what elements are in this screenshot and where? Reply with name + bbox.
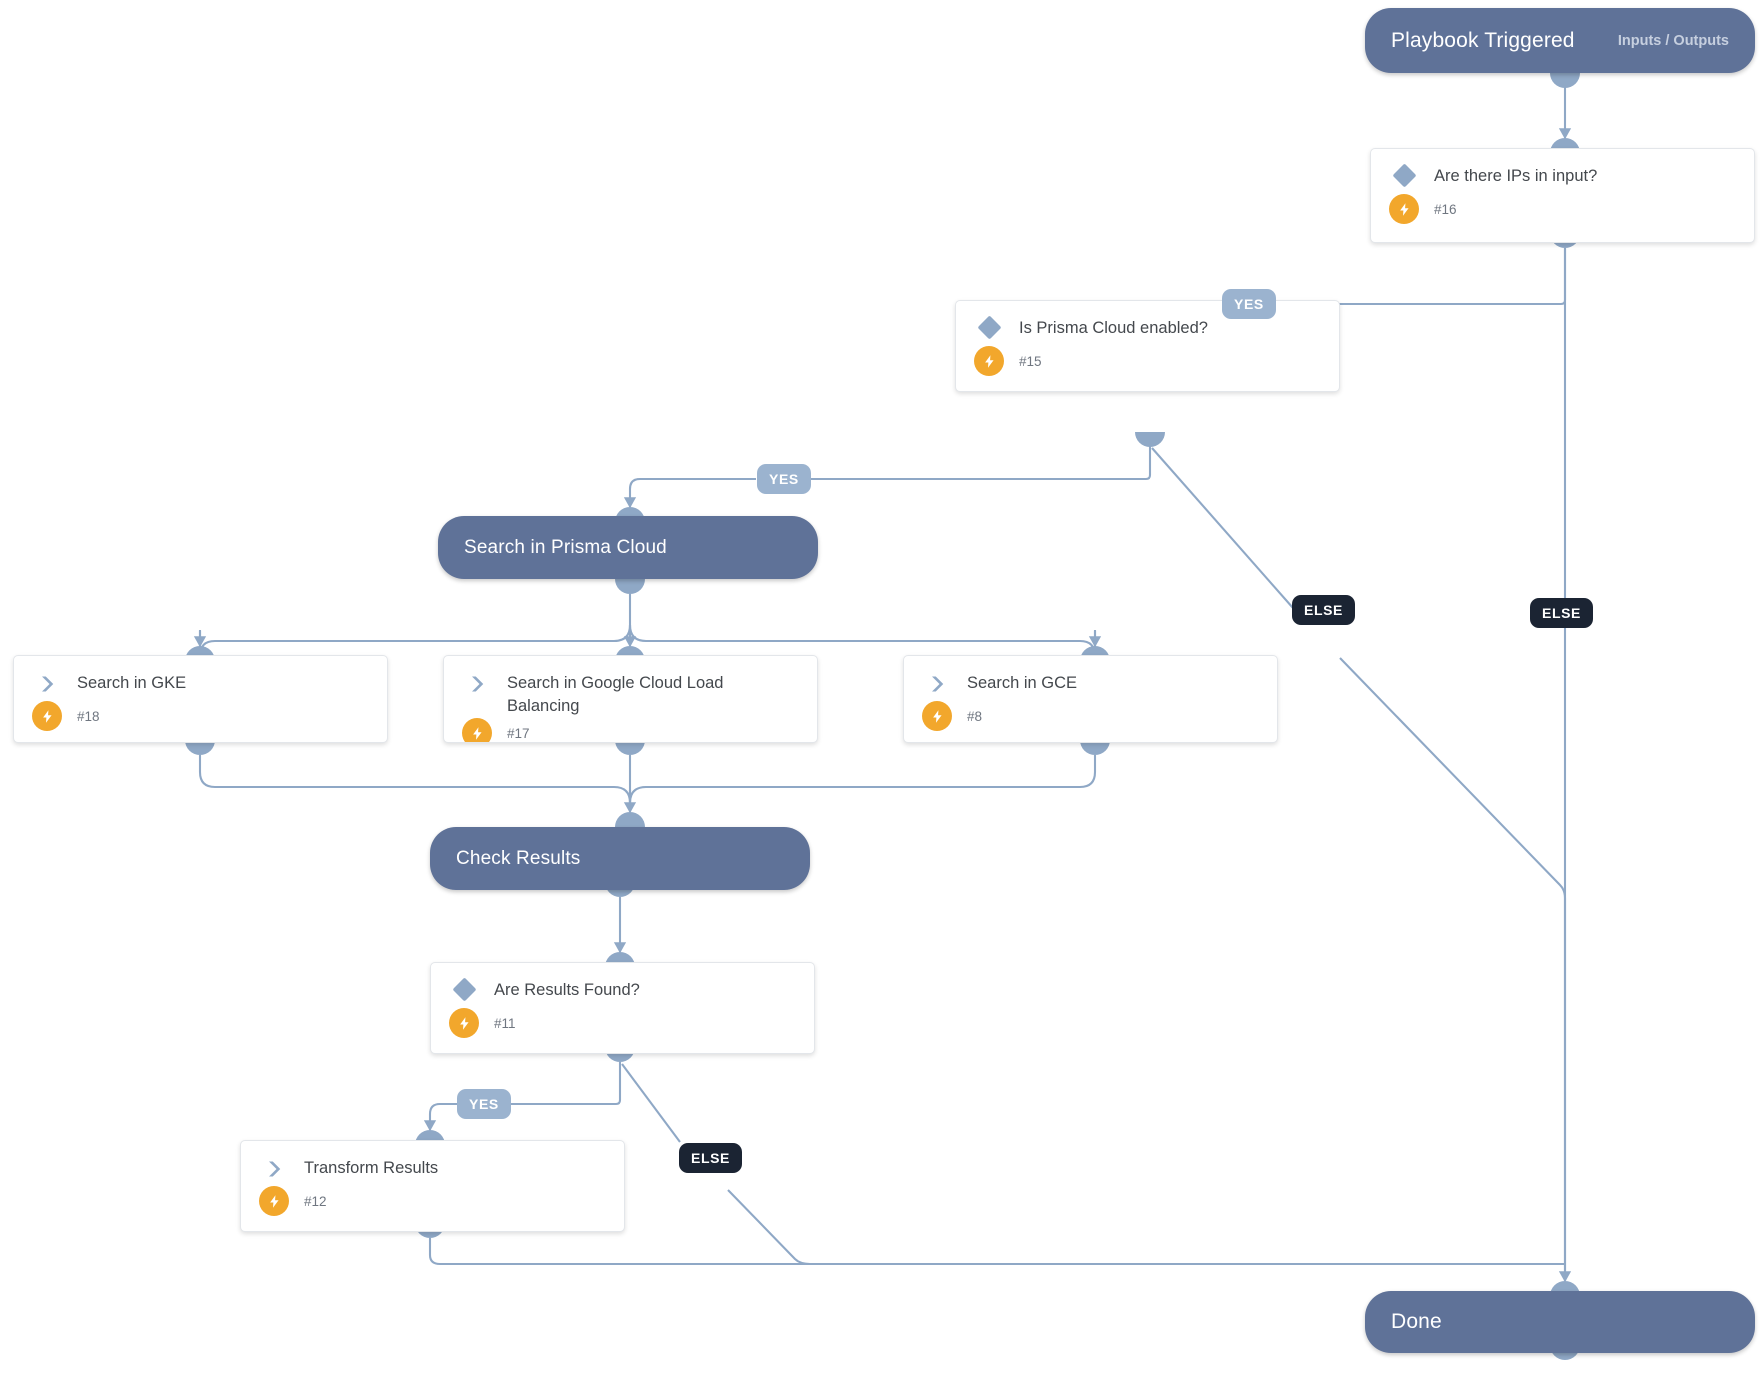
edge-fan-right-rail	[628, 624, 1097, 657]
node-id: #15	[1019, 353, 1042, 369]
node-are-results-found[interactable]: Are Results Found? #11	[430, 962, 815, 1054]
chevron-right-icon	[32, 674, 62, 694]
card-head: Is Prisma Cloud enabled?	[956, 301, 1339, 340]
diamond-icon	[449, 977, 479, 1002]
edge-label-yes-prisma[interactable]: YES	[757, 464, 811, 494]
card-head: Are Results Found?	[431, 963, 814, 1002]
node-done[interactable]: Done	[1365, 1291, 1755, 1353]
node-search-in-prisma-cloud[interactable]: Search in Prisma Cloud	[438, 516, 818, 579]
edge-prisma-else-b	[1339, 657, 1567, 1281]
edge-label-else-results[interactable]: ELSE	[679, 1143, 742, 1173]
node-title: Check Results	[456, 847, 581, 869]
connector-knob	[1550, 73, 1580, 88]
node-inputs-outputs-label: Inputs / Outputs	[1617, 32, 1729, 49]
bolt-icon	[32, 701, 62, 731]
connector-knob	[185, 740, 215, 755]
node-playbook-triggered[interactable]: Playbook Triggered Inputs / Outputs	[1365, 8, 1755, 73]
connector-knob	[615, 812, 645, 827]
chevron-right-icon	[259, 1159, 289, 1179]
card-foot: #12	[241, 1180, 624, 1230]
node-title: Done	[1391, 1310, 1442, 1333]
chevron-right-icon	[462, 674, 492, 694]
edge-fan-left-rail	[198, 624, 632, 657]
node-title: Playbook Triggered	[1391, 28, 1575, 52]
connector-knob	[1135, 432, 1165, 447]
bolt-icon	[974, 346, 1004, 376]
chevron-right-icon	[922, 674, 952, 694]
node-search-in-gce[interactable]: Search in GCE #8	[903, 655, 1278, 743]
bolt-icon	[922, 701, 952, 731]
card-foot: #15	[956, 340, 1339, 390]
node-id: #11	[494, 1015, 516, 1031]
node-title: Search in Prisma Cloud	[464, 536, 667, 558]
bolt-icon	[1389, 194, 1419, 224]
node-title: Are there IPs in input?	[1434, 167, 1598, 185]
diamond-icon	[974, 315, 1004, 340]
node-id: #18	[77, 708, 100, 724]
node-title: Search in GCE	[967, 674, 1078, 692]
node-is-prisma-cloud-enabled[interactable]: Is Prisma Cloud enabled? #15	[955, 300, 1340, 392]
node-check-results[interactable]: Check Results	[430, 827, 810, 890]
edge-results-yes-to-transform	[423, 1102, 458, 1132]
card-head: Search in Google Cloud Load Balancing	[444, 656, 817, 718]
node-transform-results[interactable]: Transform Results #12	[240, 1140, 625, 1232]
node-search-in-gke[interactable]: Search in GKE #18	[13, 655, 388, 743]
card-foot: #8	[904, 695, 1277, 742]
node-id: #8	[967, 708, 983, 724]
edge-gke-merge	[198, 755, 632, 804]
bolt-icon	[449, 1008, 479, 1038]
edge-label-else-ips[interactable]: ELSE	[1530, 598, 1593, 628]
edge-label-yes-results[interactable]: YES	[457, 1089, 511, 1119]
edge-label-yes-ips[interactable]: YES	[1222, 289, 1276, 319]
connector-knob	[615, 740, 645, 755]
card-head: Transform Results	[241, 1141, 624, 1180]
node-title: Search in Google Cloud Load Balancing	[507, 674, 724, 715]
edge-prisma-yes-right	[790, 446, 1152, 481]
node-title: Is Prisma Cloud enabled?	[1019, 319, 1208, 337]
node-are-there-ips[interactable]: Are there IPs in input? #16	[1370, 148, 1755, 243]
node-title: Are Results Found?	[494, 981, 640, 999]
node-search-in-google-cloud-load-balancing[interactable]: Search in Google Cloud Load Balancing #1…	[443, 655, 818, 743]
node-title: Search in GKE	[77, 674, 187, 692]
edge-ips-yes-right	[1255, 248, 1567, 306]
node-title: Transform Results	[304, 1159, 439, 1177]
card-head: Search in GKE	[14, 656, 387, 695]
card-foot: #11	[431, 1002, 814, 1052]
bolt-icon	[259, 1186, 289, 1216]
edge-results-else-b	[727, 1189, 1565, 1266]
connector-knob	[615, 579, 645, 594]
edge-prisma-yes-to-search	[623, 477, 756, 509]
edge-results-else-a	[621, 1063, 681, 1143]
card-foot: #17	[444, 712, 817, 742]
bolt-icon	[462, 718, 492, 742]
card-head: Are there IPs in input?	[1371, 149, 1754, 188]
edge-transform-to-done	[428, 1238, 1556, 1266]
diamond-icon	[1389, 163, 1419, 188]
edge-label-else-prisma[interactable]: ELSE	[1292, 595, 1355, 625]
edge-results-yes-right	[492, 1062, 622, 1106]
card-foot: #16	[1371, 188, 1754, 238]
card-head: Search in GCE	[904, 656, 1277, 695]
edge-gce-merge	[628, 755, 1097, 804]
node-id: #12	[304, 1193, 327, 1209]
node-id: #17	[507, 725, 530, 741]
edge-prisma-else-a	[1151, 447, 1294, 609]
card-foot: #18	[14, 695, 387, 742]
node-id: #16	[1434, 201, 1457, 217]
connector-knob	[1080, 740, 1110, 755]
